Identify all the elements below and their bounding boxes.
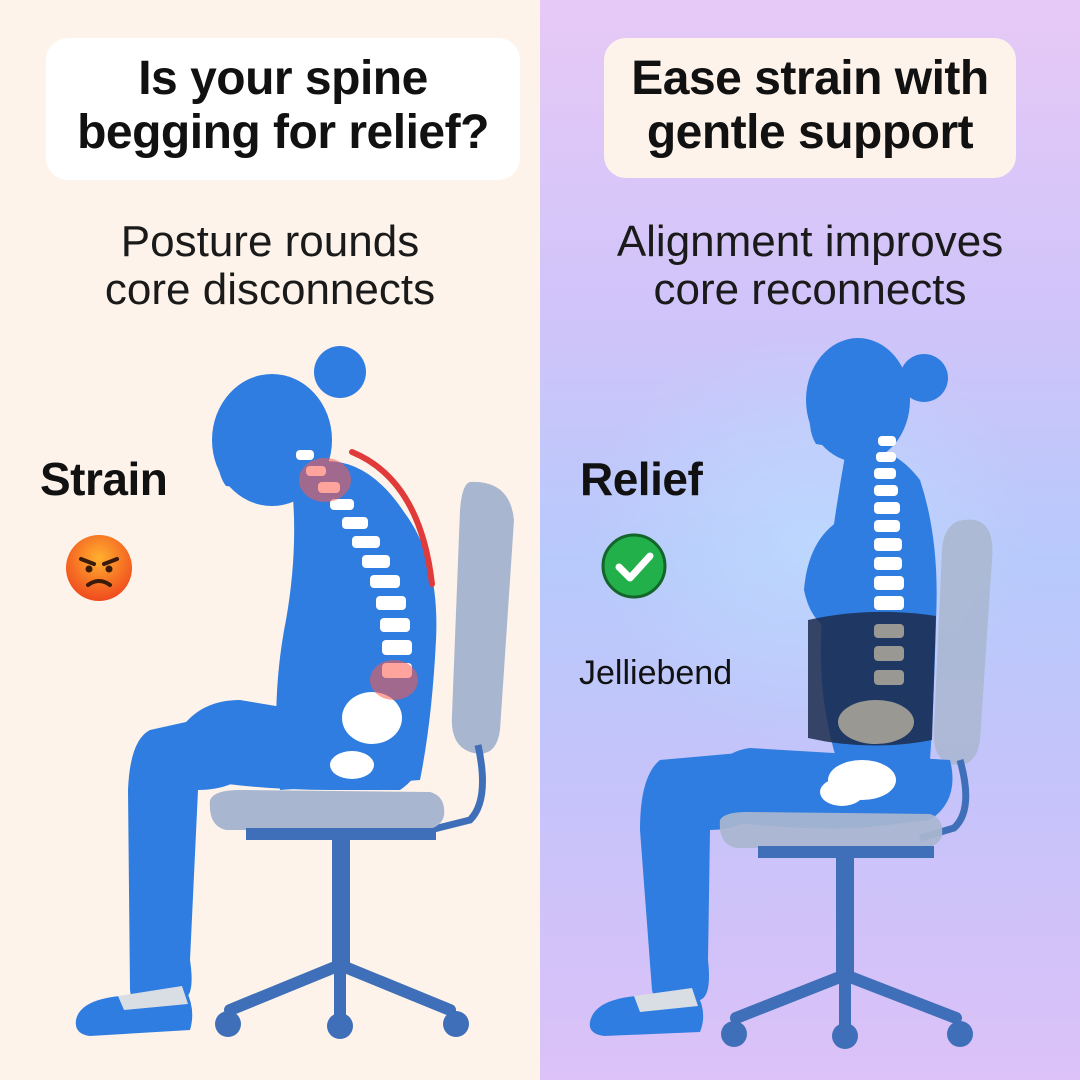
strain-headline-text: Is your spine begging for relief?: [77, 52, 489, 159]
relief-headline-text: Ease strain with gentle support: [631, 52, 989, 159]
strain-headline: Is your spine begging for relief?: [46, 38, 520, 180]
chair-back-post: [919, 759, 970, 842]
strain-panel: Is your spine begging for relief? Postur…: [0, 0, 540, 1080]
pelvis-bone: [820, 760, 896, 806]
strain-subtext: Posture rounds core disconnects: [0, 218, 540, 314]
angry-face-icon: [66, 535, 132, 601]
chair-backrest: [933, 519, 993, 765]
chair-column: [332, 840, 350, 970]
shoe-sock: [118, 986, 188, 1010]
brace-product-label: Jelliebend: [579, 654, 733, 692]
chair-back-post: [429, 744, 486, 834]
strain-subtext-line2: core disconnects: [104, 265, 436, 314]
relief-subtext-line1: Alignment improves: [616, 217, 1004, 266]
relief-panel: Ease strain with gentle support Alignmen…: [540, 0, 1080, 1080]
chair-wheels: [721, 1021, 973, 1049]
chair-seat: [719, 812, 943, 848]
chair-base: [224, 959, 456, 1022]
relief-label: Relief: [580, 453, 703, 505]
pelvis-bone: [330, 692, 402, 779]
straight-spine: [874, 436, 904, 610]
chair-seat: [209, 790, 445, 830]
chair-column: [836, 858, 854, 978]
chair-seat-plate: [758, 846, 934, 858]
slouched-figure-illustration: [75, 346, 514, 1039]
strain-subtext-line1: Posture rounds: [120, 217, 420, 266]
strain-label: Strain: [40, 453, 168, 505]
relief-subtext: Alignment improves core reconnects: [540, 218, 1080, 314]
relief-headline: Ease strain with gentle support: [604, 38, 1016, 178]
shoe-sock: [634, 988, 698, 1012]
chair-backrest: [451, 481, 514, 754]
relief-subtext-line2: core reconnects: [653, 265, 967, 314]
check-mark-icon: [601, 533, 667, 599]
pain-highlight: [299, 458, 418, 700]
rounded-back-indicator: [349, 449, 435, 587]
brace-covered-spine: [838, 624, 914, 744]
chair-base: [730, 969, 962, 1030]
chair-seat-plate: [246, 828, 436, 840]
upright-figure-illustration: [589, 338, 993, 1049]
chair-wheels: [215, 1011, 469, 1039]
